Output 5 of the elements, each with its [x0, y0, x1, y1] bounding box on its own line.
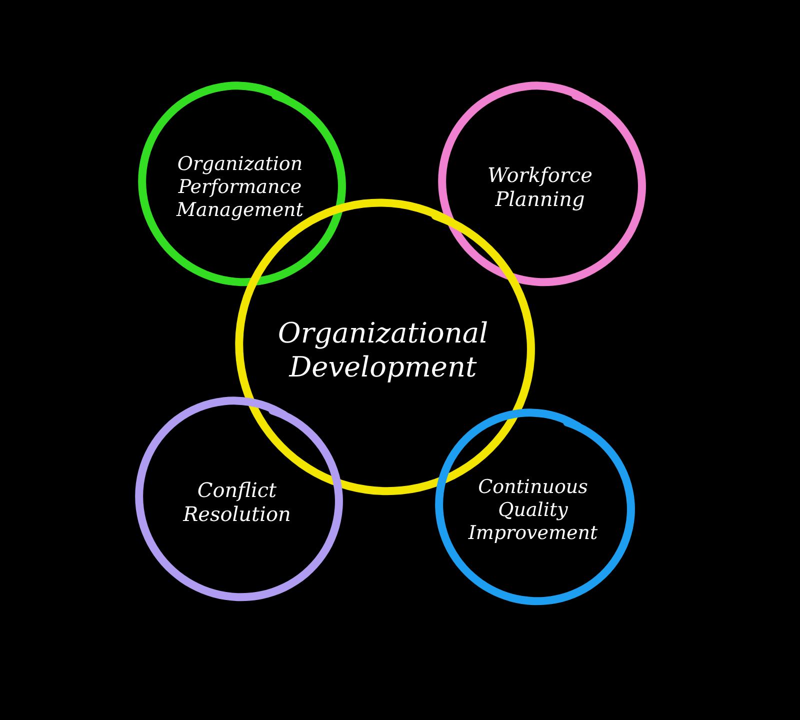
- circle-label: Continuous Quality Improvement: [467, 476, 599, 544]
- circle-label: Organization Performance Management: [175, 152, 304, 222]
- circle-label: Organizational Development: [276, 316, 490, 384]
- circle-label: Workforce Planning: [486, 163, 594, 211]
- circle-label: Conflict Resolution: [182, 478, 292, 526]
